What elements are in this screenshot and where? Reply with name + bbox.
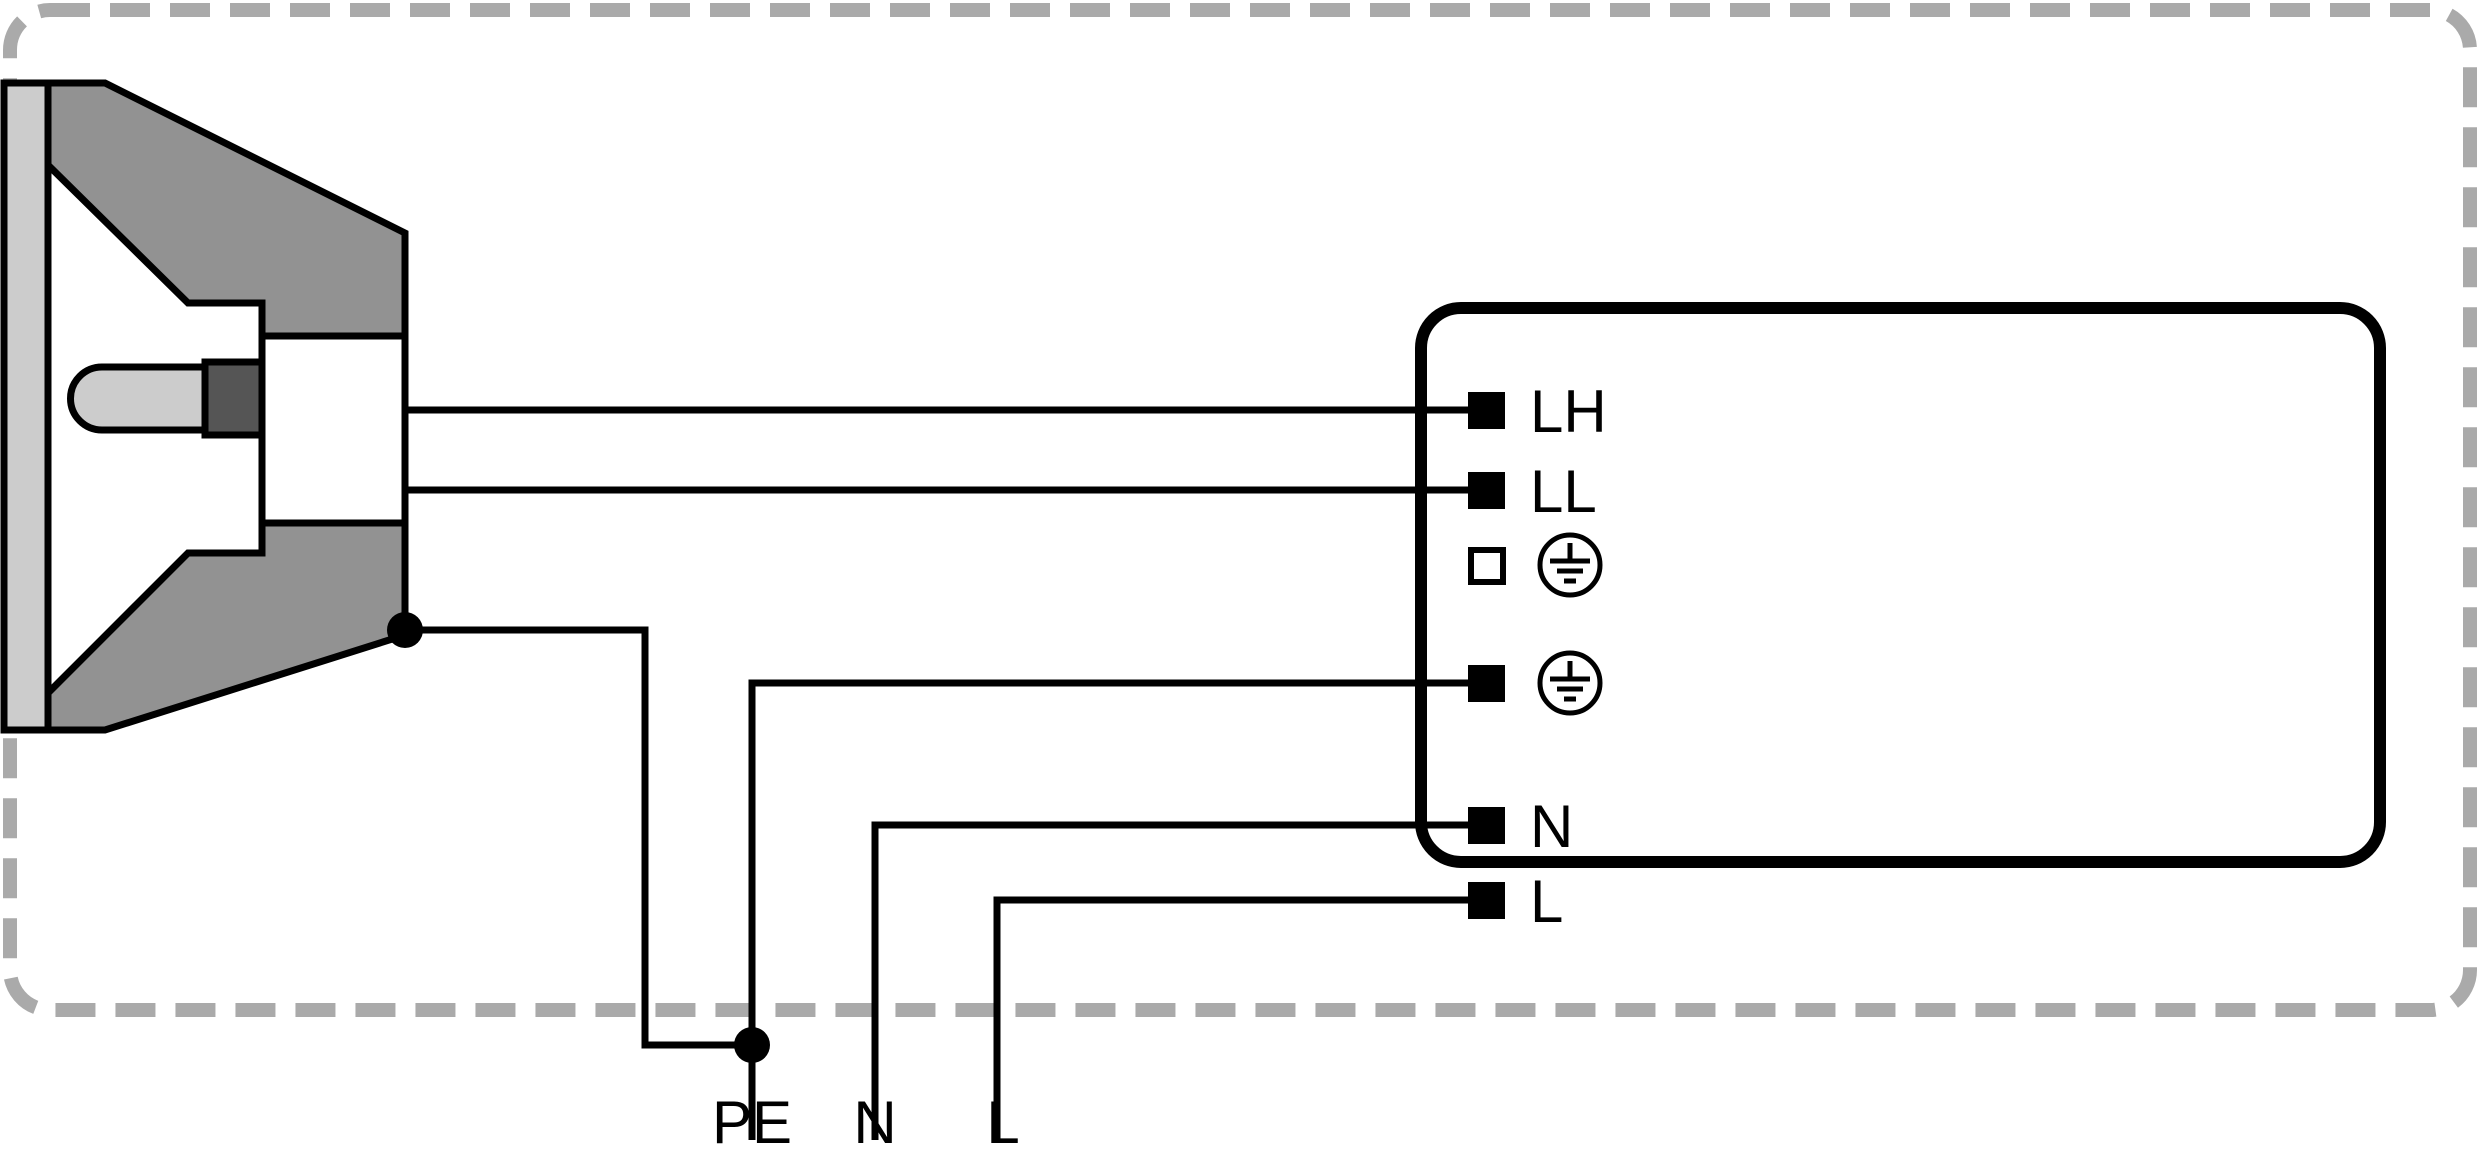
- lamp-neck: [258, 332, 409, 527]
- terminal-label-ll: LL: [1530, 458, 1597, 525]
- terminal-l: [1468, 882, 1505, 919]
- junction-dot: [387, 612, 423, 648]
- terminals: [1468, 392, 1506, 919]
- junction-dot: [734, 1027, 770, 1063]
- lamp-socket: [201, 358, 266, 439]
- terminal-earth-open: [1468, 547, 1506, 585]
- wire-pe: [748, 679, 1480, 1140]
- ballast-box: [1415, 302, 2386, 868]
- terminal-lh: [1468, 392, 1505, 429]
- wire-l: [993, 896, 1480, 1140]
- supply-label-l: L: [986, 1089, 1019, 1149]
- lamp-bulb: [67, 363, 209, 434]
- wire-n: [871, 821, 1480, 1140]
- terminal-pe: [1468, 665, 1505, 702]
- lamp-front-glass: [0, 79, 52, 734]
- terminal-ll: [1468, 472, 1505, 509]
- earth-icon: [1537, 532, 1603, 598]
- terminal-label-n: N: [1530, 793, 1573, 860]
- earth-icon: [1537, 650, 1603, 716]
- terminal-label-l: L: [1530, 868, 1563, 935]
- supply-label-pe: PE: [712, 1089, 792, 1149]
- terminal-label-lh: LH: [1530, 378, 1607, 445]
- supply-label-n: N: [853, 1089, 896, 1149]
- terminal-n: [1468, 807, 1505, 844]
- wires: [405, 406, 1480, 1140]
- wire-lamp-earth: [405, 626, 752, 1049]
- lamp: [0, 79, 409, 734]
